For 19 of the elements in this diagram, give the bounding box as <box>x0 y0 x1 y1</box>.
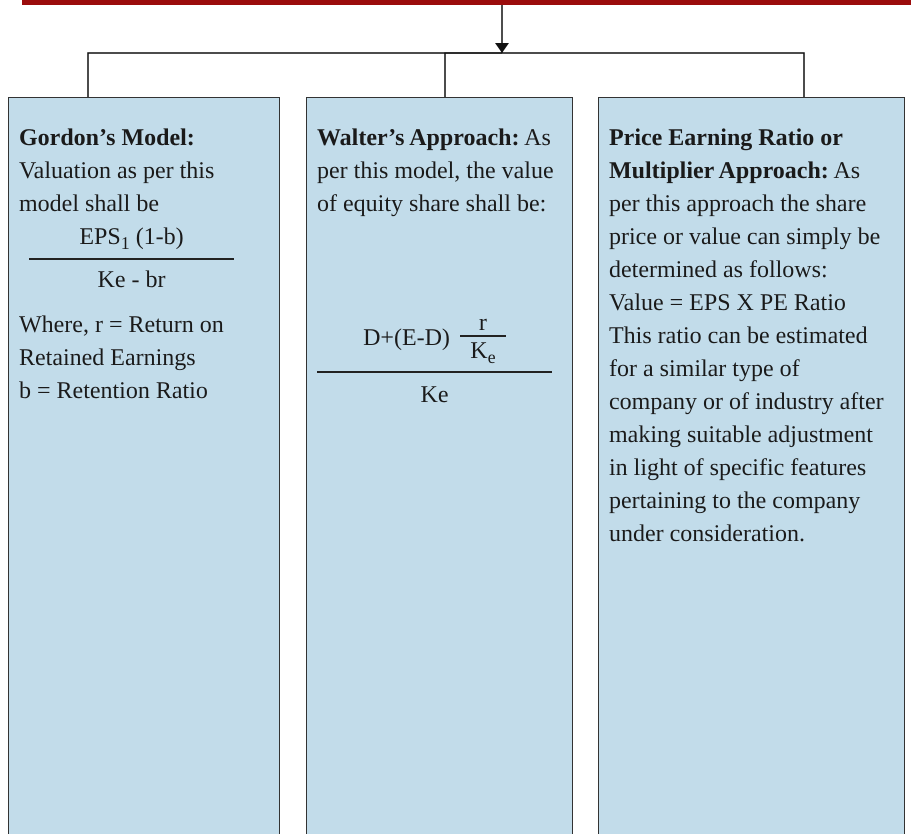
paragraph: Price Earning Ratio or Multiplier Approach: As per this approach the share price or value can simply be determined as follows: <box>609 124 882 285</box>
text-box <box>598 97 905 834</box>
connector-line <box>502 52 805 97</box>
text-box <box>8 97 280 834</box>
formula-numerator: EPS$_{1}$ (1-b) <box>79 223 184 254</box>
arrow <box>495 5 509 53</box>
formula-denominator: Ke - br <box>98 266 166 295</box>
formula-numerator: r <box>478 311 487 335</box>
formula-denominator: K$_{e}$ <box>470 337 496 365</box>
text-box <box>306 97 573 834</box>
connector-line <box>444 52 502 97</box>
paragraph: Gordon’s Model: Valuation as per this model shall be <box>19 124 216 219</box>
paragraph: b = Retention Ratio <box>19 377 209 406</box>
header-bar <box>22 0 911 5</box>
paragraph: Walter’s Approach: As per this model, the value of equity share shall be: <box>317 124 555 219</box>
paragraph: Value = EPS X PE Ratio <box>609 289 847 318</box>
formula-term: D+(E-D) <box>363 324 450 352</box>
paragraph: This ratio can be estimated for a similar type of company or of industry after making suitable adjustment in light of specific features pertaining to the company under consideration. <box>609 322 885 549</box>
formula-denominator: Ke <box>420 381 448 410</box>
